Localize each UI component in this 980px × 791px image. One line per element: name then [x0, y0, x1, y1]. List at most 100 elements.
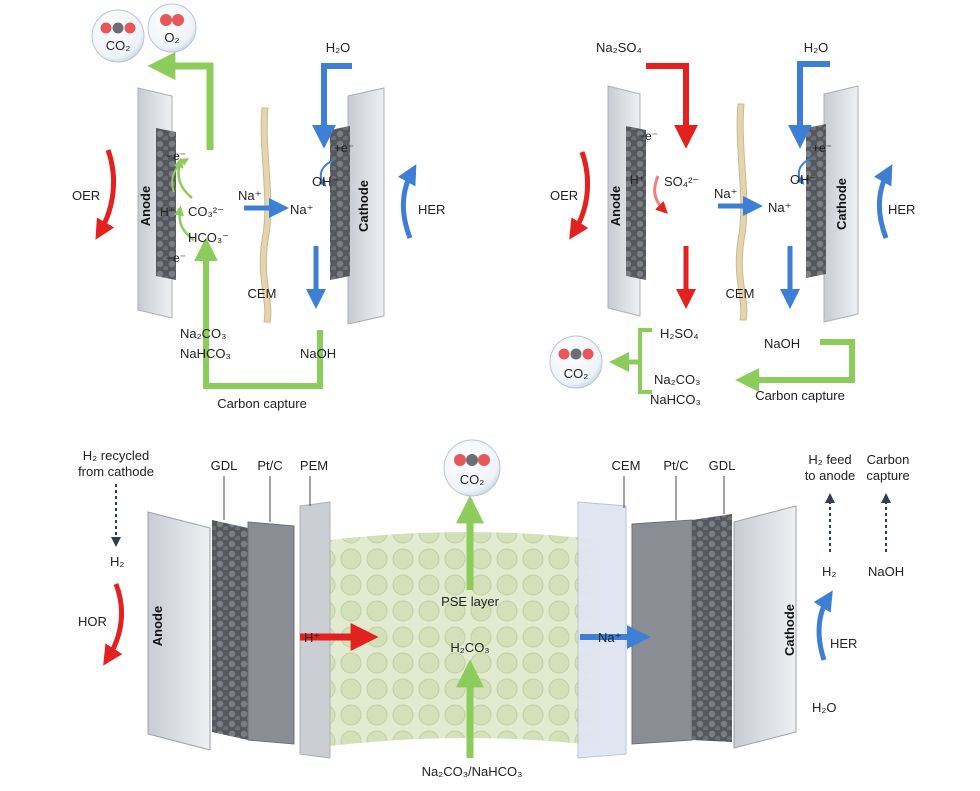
hco3-label-a: HCO₃⁻ [188, 230, 229, 245]
h2o-in-arrow-a [312, 63, 352, 149]
h2co3-label: H₂CO₃ [450, 640, 489, 655]
h2-recycled-line2: from cathode [78, 464, 154, 479]
cathode-label-c: Cathode [782, 604, 797, 656]
na-left-label-b: Na⁺ [714, 186, 737, 201]
cathode-label-a: Cathode [356, 180, 371, 232]
naoh-label-a: NaOH [300, 346, 336, 361]
her-arrow-b [873, 164, 893, 239]
na2so4-label-b: Na₂SO₄ [596, 40, 642, 55]
cathode-electrode-b [806, 124, 826, 278]
h2o-in-arrow-b [788, 61, 830, 149]
ptc-right-label: Pt/C [663, 458, 688, 473]
oer-label-a: OER [72, 188, 100, 203]
cem-membrane-a [259, 107, 272, 323]
so4-label-b: SO₄²⁻ [664, 174, 699, 189]
co2-bubble-a-label: CO₂ [106, 38, 131, 53]
h2-recycled-line1: H₂ recycled [83, 448, 149, 463]
h2-right-label: H₂ [822, 564, 836, 579]
na-right-label-b: Na⁺ [768, 200, 791, 215]
naoh-label-c: NaOH [868, 564, 904, 579]
oer-arrow-a [95, 149, 117, 240]
pem-membrane [299, 501, 331, 759]
nahco3-label-a: NaHCO₃ [180, 346, 231, 361]
minus-e-bottom-label-a: −e⁻ [166, 251, 186, 265]
ptc-left-layer [247, 521, 295, 745]
h-plus-label-b: H⁺ [630, 173, 645, 187]
anode-label-a: Anode [138, 186, 153, 226]
electron-cathode-arrow-a [318, 159, 335, 187]
na2co3-label-a: Na₂CO₃ [180, 326, 226, 341]
nahco3-label-b: NaHCO₃ [650, 392, 701, 407]
carbon-capture-label-a: Carbon capture [217, 396, 307, 411]
hor-arrow-c [103, 583, 124, 666]
electron-cathode-arrow-b [796, 157, 813, 185]
ptc-right-layer [631, 519, 693, 745]
h2-feed-line1: H₂ feed [808, 452, 851, 467]
carbon-capture-line2-c: capture [866, 468, 909, 483]
plus-e-label-b: +e⁻ [812, 141, 832, 155]
hco3-reaction-arrow-a [174, 205, 195, 242]
product-up-arrow-a [147, 52, 214, 150]
na2so4-in-arrow-b [646, 63, 698, 149]
gdl-left-label: GDL [211, 458, 238, 473]
co2-bubble-c: CO₂ [443, 439, 501, 497]
minus-e-label-b: −e⁻ [638, 129, 658, 143]
carbon-capture-label-b: Carbon capture [755, 388, 845, 403]
panel-a: CO₂ O₂ Anode CEM Cathode H₂ [72, 3, 445, 411]
anode-label-c: Anode [150, 606, 165, 646]
feed-label: Na₂CO₃/NaHCO₃ [422, 764, 523, 779]
oh-label-a: OH⁻ [312, 174, 338, 189]
cem-membrane-c [577, 501, 627, 759]
carbon-capture-arrow-b [735, 339, 855, 392]
pem-label: PEM [300, 458, 328, 473]
oer-arrow-b [569, 151, 591, 240]
acid-bracket-b [638, 328, 652, 394]
h2-feed-line2: to anode [805, 468, 856, 483]
so4-reaction-arrow-b [653, 175, 668, 214]
h-reaction-arrow-a [171, 158, 190, 193]
h2o-label-b: H₂O [804, 40, 829, 55]
her-arrow-a [397, 164, 417, 239]
her-label-c: HER [830, 636, 857, 651]
carbon-capture-loop-arrow-a [194, 237, 323, 389]
ptc-left-label: Pt/C [257, 458, 282, 473]
minus-e-top-label-a: −e⁻ [166, 149, 186, 163]
cathode-label-b: Cathode [834, 178, 849, 230]
cem-label-c: CEM [612, 458, 641, 473]
her-label-b: HER [888, 202, 915, 217]
cem-membrane-b [735, 103, 748, 321]
o2-bubble-a: O₂ [147, 3, 197, 53]
her-label-a: HER [418, 202, 445, 217]
co2-bubble-b-label: CO₂ [564, 366, 589, 381]
h2-left-label: H₂ [110, 554, 124, 569]
naoh-label-b: NaOH [764, 336, 800, 351]
oer-label-b: OER [550, 188, 578, 203]
carbon-capture-line1-c: Carbon [867, 452, 910, 467]
na2co3-label-b: Na₂CO₃ [654, 372, 700, 387]
anode-electrode-a [156, 128, 176, 280]
na-left-label-a: Na⁺ [238, 188, 261, 203]
cathode-plate-c [733, 505, 797, 749]
h2so4-label-b: H₂SO₄ [660, 326, 699, 341]
oh-label-b: OH⁻ [790, 172, 816, 187]
co2-bubble-b: CO₂ [549, 335, 603, 389]
anode-plate-c [147, 511, 211, 751]
gdl-right-layer [692, 514, 732, 742]
h-plus-label-a: H⁺ [160, 205, 175, 219]
pse-layer-block [330, 532, 600, 746]
co3-reaction-arrow-a [173, 157, 193, 199]
co2-bubble-a: CO₂ [91, 9, 145, 63]
co2-bubble-c-label: CO₂ [460, 472, 485, 487]
na-right-label-a: Na⁺ [290, 202, 313, 217]
cem-label-b: CEM [726, 286, 755, 301]
pse-layer-label: PSE layer [441, 594, 499, 609]
anode-label-b: Anode [608, 186, 623, 226]
h-plus-label-c: H⁺ [304, 630, 320, 645]
plus-e-label-a: +e⁻ [334, 141, 354, 155]
her-arrow-c [813, 590, 833, 661]
panel-b: Anode CEM Cathode CO₂ Na₂SO₄ H₂O OER −e⁻ [549, 40, 915, 407]
gdl-right-label: GDL [709, 458, 736, 473]
gdl-left-layer [212, 520, 248, 740]
